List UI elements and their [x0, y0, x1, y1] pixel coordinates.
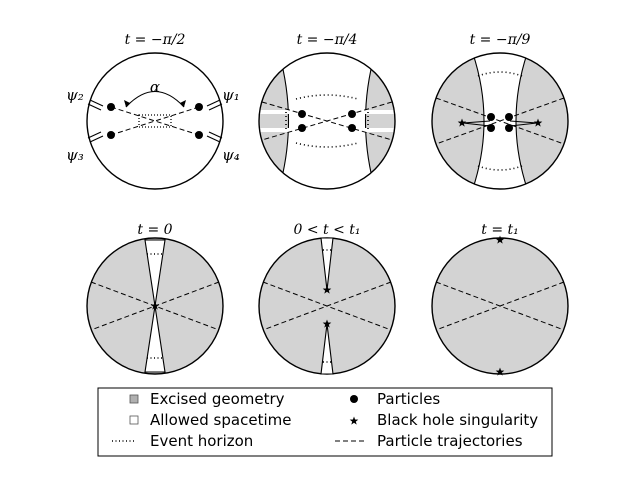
- panel-4: t = 0: [86, 222, 224, 375]
- legend-box: [97, 387, 553, 457]
- excised-region-left: [432, 53, 485, 189]
- excised-swatch: [129, 394, 139, 404]
- allowed-region-top: [320, 237, 334, 291]
- particles: [298, 110, 356, 132]
- legend-trajectories-label: Particle trajectories: [377, 432, 523, 450]
- excised-region-right: [365, 53, 395, 189]
- particle-trajectories: [110, 106, 200, 136]
- panel-title: t = −π/4: [297, 32, 358, 48]
- allowed-region-top: [144, 239, 166, 307]
- panel-1: t = −π/2 α ψ₂ ψ₁ ψ₃ ψ₄: [66, 32, 240, 190]
- psi1-label: ψ₁: [222, 86, 240, 104]
- event-horizon: [138, 114, 172, 128]
- particle-trajectories: [262, 281, 392, 331]
- panel-title: t = −π/9: [470, 32, 531, 48]
- legend-horizon-label: Event horizon: [150, 432, 253, 450]
- panel-5: 0 < t < t₁: [258, 222, 396, 375]
- panel-title: t = 0: [137, 222, 172, 238]
- allowed-swatch: [129, 415, 139, 425]
- event-horizon: [285, 94, 369, 148]
- panel-title: t = t₁: [481, 222, 519, 238]
- particle-swatch: [350, 395, 358, 403]
- alpha-label: α: [150, 78, 160, 96]
- particle-trajectories: [435, 281, 565, 331]
- boundary-circle: [258, 52, 396, 190]
- particle-trajectories: [435, 97, 565, 145]
- psi4-label: ψ₄: [222, 146, 240, 164]
- allowed-region-bottom: [144, 305, 166, 373]
- psi3-label: ψ₃: [66, 146, 84, 164]
- legend-particles-label: Particles: [377, 390, 440, 408]
- boundary-sources: [87, 99, 223, 143]
- excised-region-right: [515, 53, 568, 189]
- panel-3: t = −π/9: [431, 32, 569, 190]
- boundary-circle: [86, 52, 224, 190]
- event-horizon: [323, 249, 331, 363]
- particle-trajectories: [261, 101, 393, 141]
- excised-region-left: [259, 53, 289, 189]
- legend: Excised geometry Allowed spacetime Event…: [97, 387, 553, 457]
- panel-title: 0 < t < t₁: [293, 222, 360, 238]
- legend-singularity-label: Black hole singularity: [377, 411, 538, 429]
- panel-2: t = −π/4: [258, 32, 396, 190]
- particles: [487, 113, 513, 132]
- panel-6: t = t₁: [431, 222, 569, 376]
- legend-excised-label: Excised geometry: [150, 390, 285, 408]
- particles: [107, 103, 203, 139]
- panel-title: t = −π/2: [125, 32, 186, 48]
- event-horizon: [147, 253, 163, 359]
- angle-arc: [125, 91, 185, 108]
- psi2-label: ψ₂: [66, 86, 84, 104]
- boundary-circle: [431, 52, 569, 190]
- legend-allowed-label: Allowed spacetime: [150, 411, 291, 429]
